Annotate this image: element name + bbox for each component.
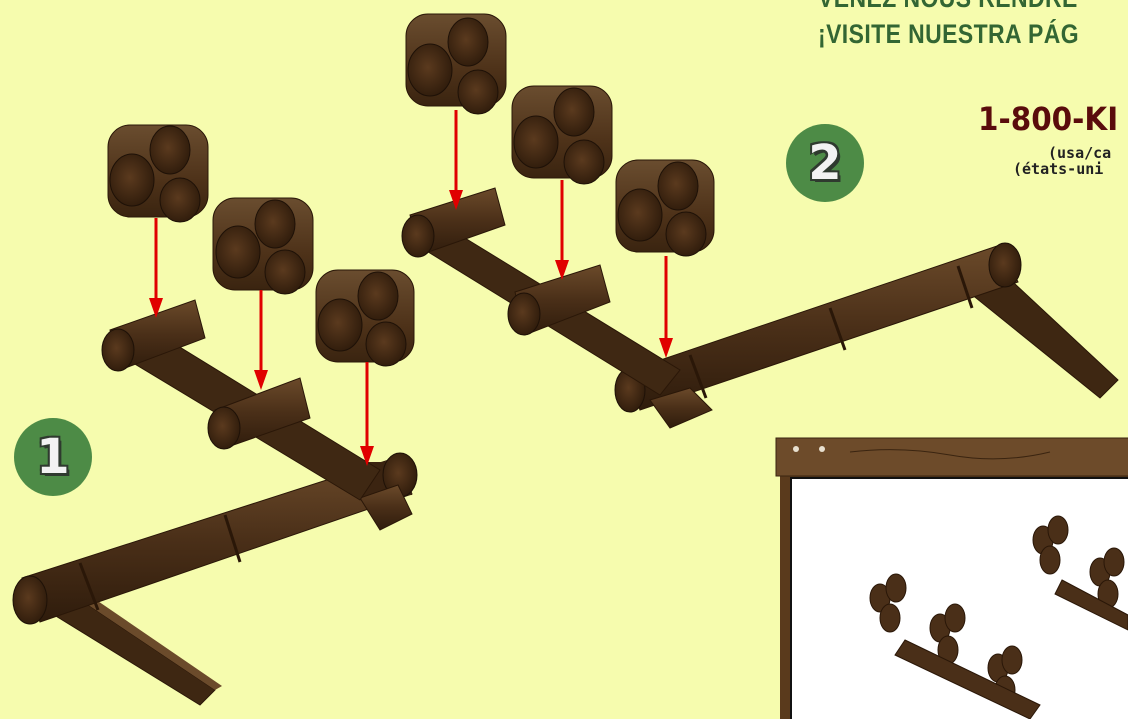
header-line-spanish: ¡VISITE NUESTRA PÁG: [818, 19, 1079, 50]
step-badge-2: 2: [786, 124, 864, 202]
step-badge-1: 1: [14, 418, 92, 496]
phone-region-french: (états-uni: [1013, 160, 1103, 178]
arrow-down: [555, 180, 569, 280]
fence-assembly-1: [13, 125, 417, 705]
arrow-down: [254, 290, 268, 390]
post-block: [108, 125, 208, 222]
fence-assembly-2: [402, 14, 1118, 428]
post-block: [406, 14, 506, 114]
arrow-down: [659, 256, 673, 358]
post-block: [616, 160, 714, 256]
header-line-french: VENEZ NOUS RENDRE: [818, 0, 1078, 14]
post-block: [316, 270, 414, 366]
arrow-down: [360, 362, 374, 466]
preview-panel: [776, 438, 1128, 719]
arrow-down: [449, 110, 463, 210]
post-block: [512, 86, 612, 184]
phone-number: 1-800-KI: [978, 100, 1118, 138]
step-number: 1: [14, 418, 92, 496]
post-block: [213, 198, 313, 294]
arrow-down: [149, 218, 163, 318]
step-number: 2: [786, 124, 864, 202]
